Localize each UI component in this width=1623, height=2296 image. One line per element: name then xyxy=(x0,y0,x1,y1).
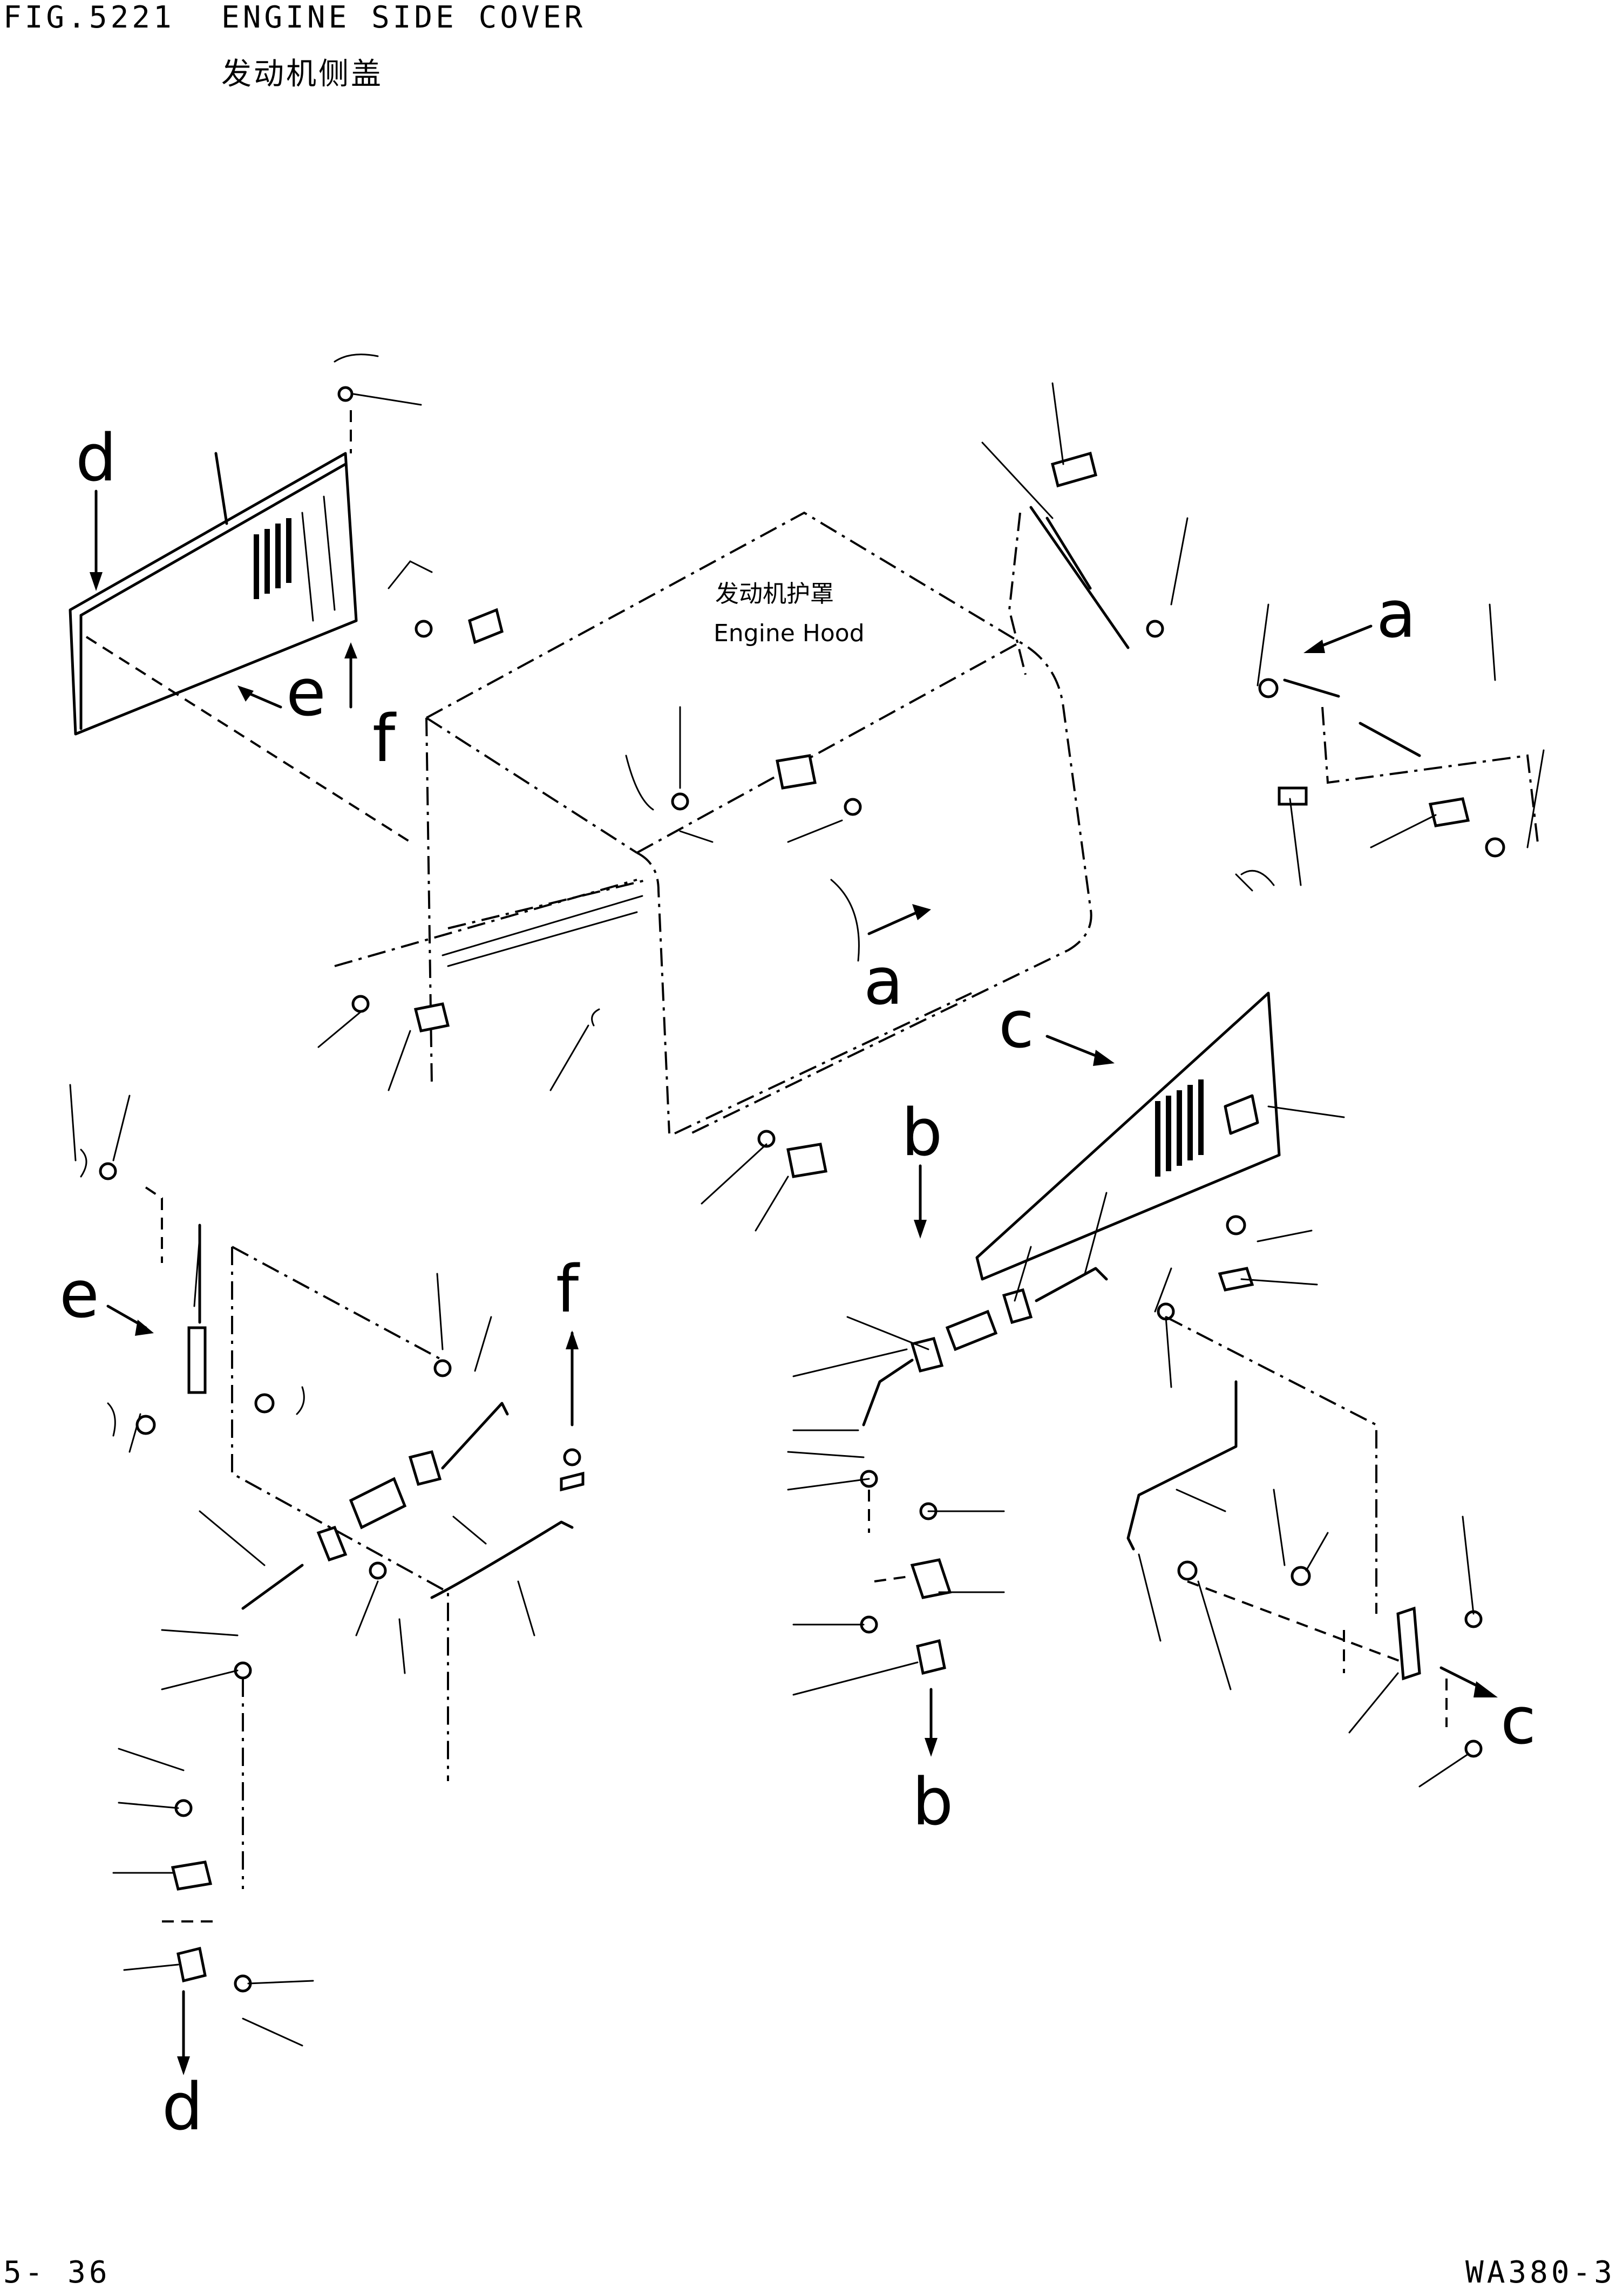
ref-letter-d-bottom: d xyxy=(162,2070,203,2145)
ref-letter-f-top: f xyxy=(372,702,397,777)
ref-letter-a-right: a xyxy=(1376,578,1416,653)
hood-mounting-bolts xyxy=(317,608,862,1232)
arrow-c-top xyxy=(1045,1035,1103,1059)
engine-hood-label-cn: 发动机护罩 xyxy=(715,580,834,608)
ref-letter-d-top: d xyxy=(76,421,117,496)
left-latch-assembly xyxy=(69,1084,585,2047)
hinge-pins-right xyxy=(1257,603,1545,886)
machine-model: WA380-3 xyxy=(1465,2255,1615,2290)
leader-line xyxy=(85,636,411,843)
figure-title-chinese: 发动机侧盖 xyxy=(221,57,383,92)
ref-letter-b-top: b xyxy=(901,1096,942,1171)
engine-hood xyxy=(334,511,1092,1135)
right-side-cover xyxy=(975,991,1345,1281)
engine-hood-label-en: Engine Hood xyxy=(714,620,865,647)
ref-letter-b-bottom: b xyxy=(912,1765,953,1840)
figure-number: FIG.5221 xyxy=(3,0,175,35)
ref-letter-a-center: a xyxy=(864,945,904,1020)
page-number: 5- 36 xyxy=(3,2255,111,2290)
arrow-a-right xyxy=(1315,624,1373,649)
figure-title-english: ENGINE SIDE COVER xyxy=(221,0,586,35)
left-side-cover xyxy=(69,452,358,736)
cotter-pins xyxy=(80,354,1275,1437)
right-latch-assembly xyxy=(787,1192,1483,1788)
ref-letter-c-bottom: c xyxy=(1500,1684,1536,1759)
ref-letter-c-top: c xyxy=(999,988,1034,1063)
gas-spring-assembly xyxy=(981,382,1189,675)
ref-letter-e-top: e xyxy=(286,656,326,731)
ref-letter-e-bottom: e xyxy=(59,1258,99,1333)
ref-letter-f-bottom: f xyxy=(556,1252,580,1327)
arrow-a-center xyxy=(867,911,919,935)
